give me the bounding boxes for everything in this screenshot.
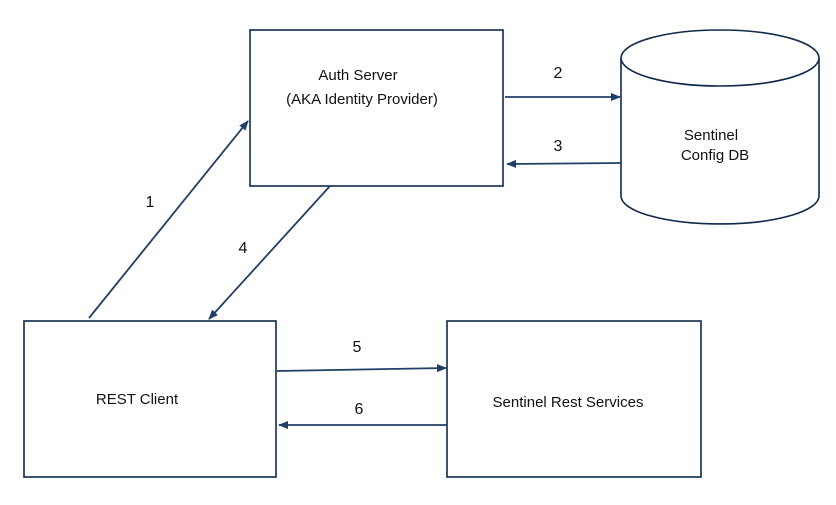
config-db-cylinder-body: [620, 58, 820, 225]
edge-4-arrow: [208, 185, 331, 320]
edge-5-arrow: [276, 364, 447, 373]
edge-1: 1: [88, 120, 249, 319]
config-db-title: Sentinel: [684, 127, 738, 144]
rest-services-node: Sentinel Rest Services: [446, 320, 702, 478]
rest-services-label: Sentinel Rest Services: [493, 394, 644, 411]
edge-2-label: 2: [554, 65, 563, 82]
edge-6-label: 6: [355, 401, 364, 418]
edge-5: 5: [276, 339, 447, 373]
rest-client-label: REST Client: [96, 391, 179, 408]
edge-2: 2: [505, 65, 621, 101]
rest-services-box: [446, 320, 702, 478]
edge-6: 6: [278, 401, 447, 429]
config-db-node: Sentinel Config DB: [620, 29, 820, 225]
edge-4: 4: [208, 185, 331, 320]
edge-3: 3: [506, 138, 622, 168]
rest-client-box: [23, 320, 277, 478]
auth-server-subtitle: (AKA Identity Provider): [286, 91, 438, 108]
auth-server-title: Auth Server: [318, 67, 397, 84]
config-db-cylinder-top: [620, 29, 820, 87]
edge-3-label: 3: [554, 138, 563, 155]
config-db-subtitle: Config DB: [681, 147, 749, 164]
rest-client-node: REST Client: [23, 320, 277, 478]
edge-1-label: 1: [146, 194, 155, 211]
edge-5-label: 5: [353, 339, 362, 356]
auth-server-box: [249, 29, 504, 187]
edge-4-label: 4: [239, 240, 248, 257]
edge-1-arrow: [88, 120, 249, 319]
edge-3-arrow: [506, 159, 622, 168]
auth-server-node: Auth Server (AKA Identity Provider): [249, 29, 504, 187]
